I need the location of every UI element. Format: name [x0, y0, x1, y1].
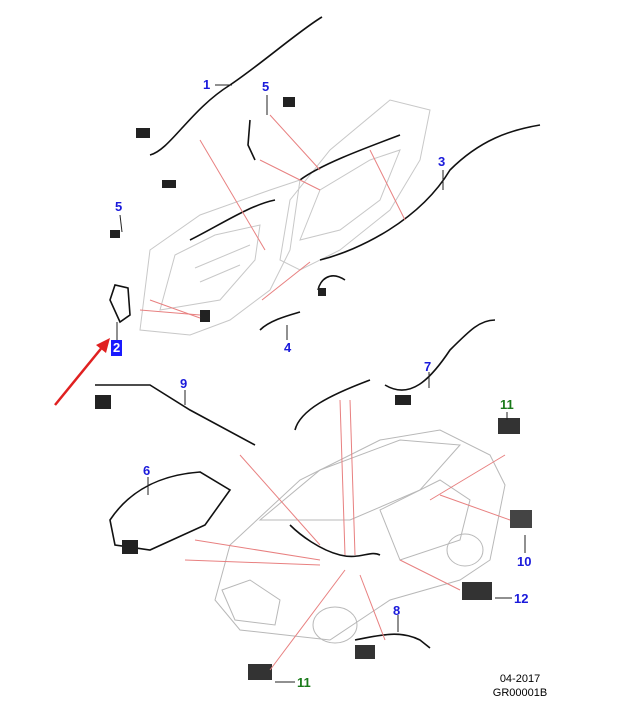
callout-4[interactable]: 4 — [284, 340, 292, 355]
callout-11-lower[interactable]: 11 — [297, 675, 311, 690]
rear-door-outline — [139, 179, 301, 336]
callout-1[interactable]: 1 — [203, 77, 211, 92]
callout-6[interactable]: 6 — [143, 463, 151, 478]
callout-10[interactable]: 10 — [517, 554, 532, 569]
front-door-outline — [279, 99, 431, 271]
callout-2-highlighted[interactable]: 2 — [110, 340, 123, 356]
leader-lines — [139, 114, 511, 671]
callout-3[interactable]: 3 — [438, 154, 446, 169]
vehicle-outline — [214, 429, 506, 644]
callout-5-front[interactable]: 5 — [262, 79, 270, 94]
callout-11-upper[interactable]: 11 — [500, 397, 514, 412]
red-arrow-icon — [54, 338, 110, 406]
callout-stems — [116, 84, 526, 683]
callout-5-rear[interactable]: 5 — [115, 199, 123, 214]
diagram-reference: GR00001B — [492, 687, 548, 699]
callout-12[interactable]: 12 — [514, 591, 529, 606]
sensor-modules — [95, 97, 532, 680]
diagram-date: 04-2017 — [499, 673, 541, 685]
callout-9[interactable]: 9 — [180, 376, 188, 391]
callout-7[interactable]: 7 — [424, 359, 432, 374]
callout-8[interactable]: 8 — [393, 603, 401, 618]
